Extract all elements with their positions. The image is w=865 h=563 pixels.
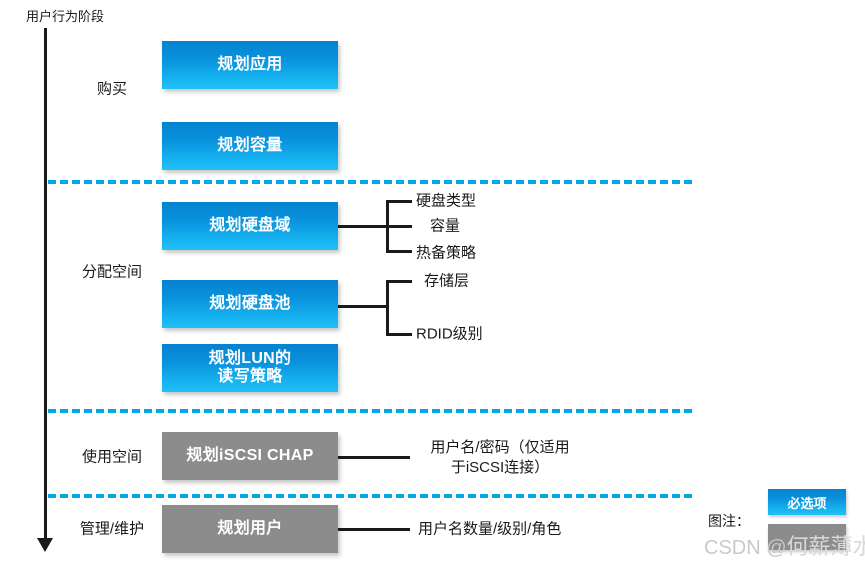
stage-label-2: 使用空间 (81, 448, 143, 466)
tree_disk_pool-vertical-bar (386, 280, 389, 333)
tree_disk_domain-branch-2 (386, 250, 412, 253)
section-divider-1 (48, 409, 692, 413)
box-plan-disk-pool: 规划硬盘池 (162, 280, 338, 328)
box-plan-user: 规划用户 (162, 505, 338, 553)
box-label-plan-application: 规划应用 (217, 55, 283, 73)
legend-optional-box (768, 524, 846, 550)
iscsi-chap-detail-text: 用户名/密码（仅适用于iSCSI连接） (430, 438, 569, 479)
tree_disk_pool-detail-0: 存储层 (424, 272, 470, 290)
box-label-plan-disk-domain: 规划硬盘域 (209, 216, 291, 234)
stage-label-0: 购买 (96, 80, 128, 98)
section-divider-0 (48, 180, 692, 184)
axis-title: 用户行为阶段 (26, 9, 105, 24)
stage-label-3: 管理/维护 (79, 520, 145, 538)
axis-arrow-icon (37, 538, 53, 552)
box-label-plan-iscsi-chap: 规划iSCSI CHAP (186, 446, 314, 464)
box-label-plan-lun-policy: 规划LUN的读写策略 (208, 349, 292, 385)
stage-label-1: 分配空间 (81, 263, 143, 281)
iscsi-chap-detail-line1: 用户名/密码（仅适用 (430, 438, 570, 456)
user-detail-text: 用户名数量/级别/角色 (418, 518, 561, 539)
legend-required-box: 必选项 (768, 489, 846, 515)
tree_disk_domain-detail-0: 硬盘类型 (416, 192, 477, 210)
box-plan-lun-policy: 规划LUN的读写策略 (162, 344, 338, 392)
tree_disk_domain-branch-0 (386, 200, 412, 203)
tree_disk_pool-stem (338, 305, 386, 308)
iscsi-chap-detail-stem (338, 456, 410, 459)
box-label-plan-disk-pool: 规划硬盘池 (209, 294, 291, 312)
box-label-plan-user: 规划用户 (217, 519, 283, 537)
section-divider-2 (48, 494, 692, 498)
tree_disk_pool-branch-0 (386, 280, 412, 283)
tree_disk_domain-detail-2: 热备策略 (416, 244, 477, 262)
tree_disk_pool-detail-1: RDID级别 (416, 325, 483, 343)
user-detail-stem (338, 528, 410, 531)
box-plan-iscsi-chap: 规划iSCSI CHAP (162, 432, 338, 480)
tree_disk_domain-detail-1: 容量 (430, 217, 461, 235)
box-plan-disk-domain: 规划硬盘域 (162, 202, 338, 250)
legend-title: 图注： (708, 513, 750, 529)
tree_disk_domain-branch-1 (386, 225, 412, 228)
tree_disk_domain-stem (338, 225, 386, 228)
tree_disk_pool-branch-1 (386, 333, 412, 336)
iscsi-chap-detail-line2: 于iSCSI连接） (450, 459, 550, 476)
vertical-axis-line (44, 28, 47, 544)
box-plan-capacity: 规划容量 (162, 122, 338, 170)
box-label-plan-capacity: 规划容量 (217, 136, 283, 154)
box-label2-plan-lun-policy: 读写策略 (217, 368, 283, 385)
box-plan-application: 规划应用 (162, 41, 338, 89)
user-detail-line1: 用户名数量/级别/角色 (418, 520, 562, 538)
